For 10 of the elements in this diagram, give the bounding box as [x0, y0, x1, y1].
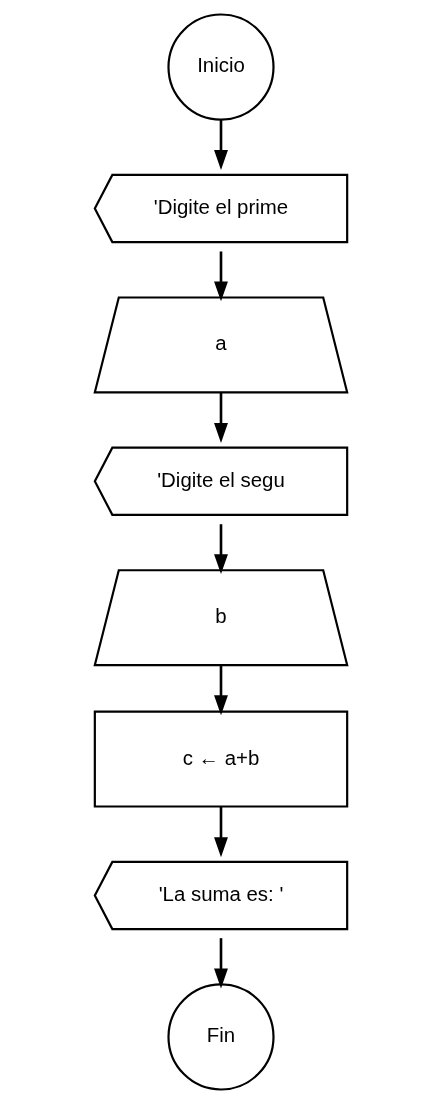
node-circle: Inicio	[166, 13, 275, 121]
arrow	[213, 806, 228, 858]
node-circle: Fin	[166, 983, 275, 1091]
arrow	[213, 251, 228, 302]
arrow	[213, 665, 228, 716]
node-box: c ← a+b	[93, 710, 348, 808]
arrow	[213, 938, 228, 989]
arrow	[213, 392, 228, 443]
arrow	[213, 119, 228, 170]
arrow	[213, 524, 228, 575]
